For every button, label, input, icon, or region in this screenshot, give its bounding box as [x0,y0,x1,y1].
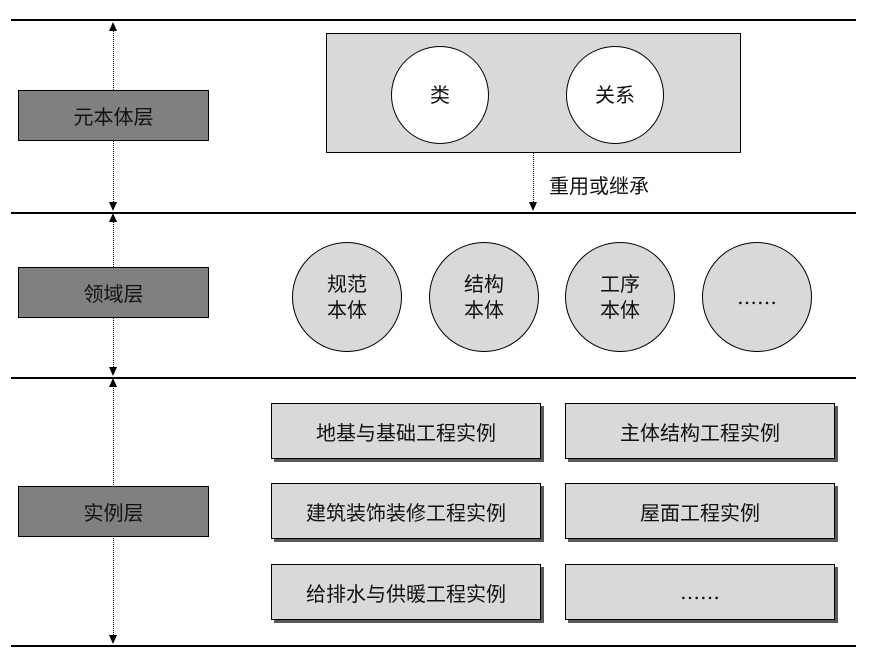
domain-instance-separator [11,377,856,379]
instance-layer-label: 实例层 [18,486,209,537]
meta-ontology-box: 类 关系 [326,33,741,153]
domain-layer-label: 领域层 [18,267,209,318]
meta-layer-arrow-up [109,22,117,31]
foundation-instance-box: 地基与基础工程实例 [271,403,541,459]
meta-layer-arrow-down [109,202,117,211]
bottom-border-line [11,645,856,647]
node-ellipsis: …… [737,285,777,309]
node-line-1: 结构 [464,272,504,296]
reuse-arrow-head [529,202,537,211]
instance-layer-arrow-up [109,378,117,387]
decoration-instance-box: 建筑装饰装修工程实例 [271,483,541,539]
meta-ontology-layer-label: 元本体层 [18,90,209,141]
roofing-instance-box: 屋面工程实例 [565,483,835,539]
relation-node: 关系 [566,46,664,144]
node-line-2: 本体 [600,298,640,322]
node-line-1: 工序 [600,272,640,296]
main-structure-instance-box: 主体结构工程实例 [565,403,835,459]
more-ontologies-node: …… [702,242,812,352]
class-node: 类 [391,46,489,144]
instance-layer-arrow-down [109,635,117,644]
reuse-or-inherit-label: 重用或继承 [549,174,649,198]
reuse-arrow-line [533,153,534,202]
meta-domain-separator [11,212,856,214]
node-line-1: 规范 [327,272,367,296]
node-line-2: 本体 [327,298,367,322]
domain-layer-arrow-up [109,213,117,222]
top-border-line [11,19,856,21]
process-ontology-node: 工序本体 [565,242,675,352]
more-instances-box: …… [565,564,835,620]
domain-layer-arrow-down [109,367,117,376]
specification-ontology-node: 规范本体 [292,242,402,352]
structure-ontology-node: 结构本体 [429,242,539,352]
node-line-2: 本体 [464,298,504,322]
plumbing-heating-instance-box: 给排水与供暖工程实例 [271,564,541,620]
